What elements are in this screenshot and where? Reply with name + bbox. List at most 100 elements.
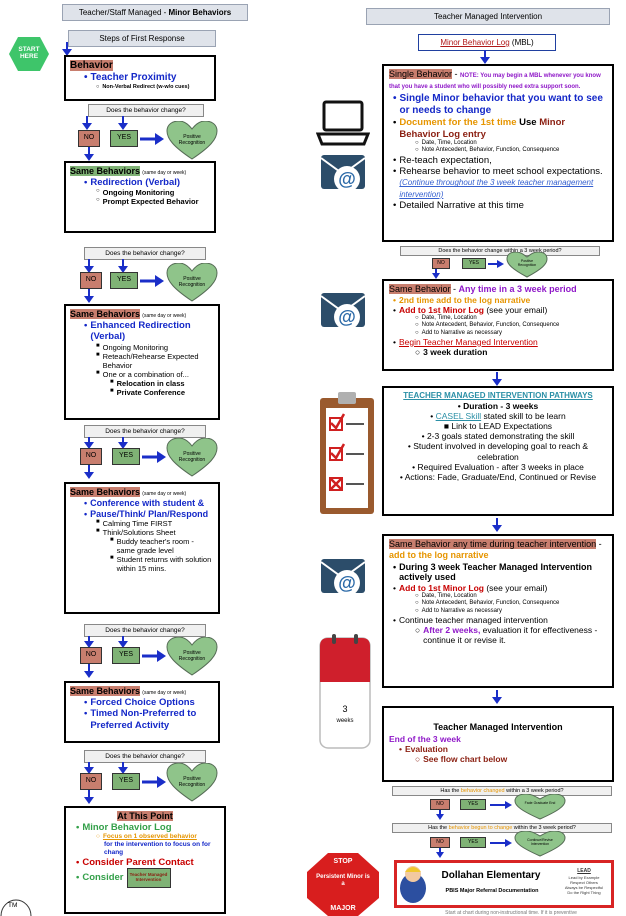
at-this-point-title: At This Point (117, 811, 173, 821)
student-returns: Student returns with solution within 15 … (116, 555, 212, 574)
continue-throughout-link[interactable]: (Continue throughout the 3 week teacher … (399, 178, 594, 199)
tm-label: TM (8, 902, 18, 909)
pathways-box: TEACHER MANAGED INTERVENTION PATHWAYS • … (382, 386, 614, 516)
lead-line: Respect Others (570, 879, 598, 885)
q-suffix: within a 3 week period? (504, 788, 564, 794)
yes-box: YES (112, 647, 140, 664)
lead-line: Do the Right Thing (567, 890, 601, 896)
document-first-time: Document for the 1st time (399, 117, 517, 129)
svg-text:@: @ (338, 307, 356, 327)
actions-fade: Actions: Fade, Graduate/End, Continued o… (404, 471, 597, 482)
right-header: Teacher Managed Intervention (366, 8, 610, 25)
positive-recognition-heart (166, 121, 218, 160)
no-box: NO (430, 837, 450, 848)
same-behavior-intervention-title: Same Behavior any time during teacher in… (389, 539, 597, 549)
detailed-narrative: Detailed Narrative at this time (399, 200, 524, 212)
pathways-title: TEACHER MANAGED INTERVENTION PATHWAYS (403, 391, 593, 400)
lead-title: LEAD (577, 868, 591, 874)
same-behaviors-box-5: Same Behaviors (same day or week) •Force… (64, 681, 220, 743)
arrow-right (488, 260, 504, 268)
casel-skill-link[interactable]: CASEL Skill (435, 410, 482, 421)
no-box: NO (430, 799, 450, 810)
yes-box: YES (112, 773, 140, 790)
calendar-number: 3 (342, 704, 348, 714)
behavior-begun-question: Has the behavior begun to change within … (392, 823, 612, 833)
rehearse-behavior: Rehearse behavior to meet school expecta… (399, 165, 603, 177)
mbl-note: NOTE: You may begin a MBL whenever you k… (389, 73, 601, 91)
think-solutions-sheet: Think/Solutions Sheet (102, 528, 176, 538)
heart-label: Positive Recognition (517, 259, 537, 267)
mbl-link[interactable]: Minor Behavior Log (440, 38, 510, 47)
yes-box: YES (460, 799, 486, 810)
add-to-log-narrative: add to the log narrative (389, 550, 489, 561)
two-three-goals: 2-3 goals stated demonstrating the skill (426, 431, 575, 442)
decision-question: Does the behavior change? (84, 247, 206, 260)
stop-octagon-icon (307, 853, 379, 916)
after-two-weeks: After 2 weeks, (423, 625, 481, 636)
ongoing-monitoring: Ongoing Monitoring (102, 342, 169, 352)
three-week-duration: 3 week duration (423, 346, 488, 357)
note-antecedent: Note Antecedent, Behavior, Function, Con… (421, 600, 560, 607)
q-suffix: within the 3 week period? (512, 825, 576, 831)
lead-line: Lead by Example (568, 874, 600, 880)
enhanced-redirection: Enhanced Redirection (Verbal) (90, 319, 191, 343)
buddy-teacher-room: Buddy teacher's room - same grade level (116, 537, 194, 556)
positive-recognition-heart (506, 252, 548, 278)
major-label: MAJOR (330, 905, 356, 912)
arrow-right (140, 275, 164, 287)
evaluation-line: • Required Evaluation - after 3 weeks in… (412, 461, 584, 472)
same-behaviors-box-4: Same Behaviors (same day or week) •Confe… (64, 482, 220, 614)
link-to-lead: Link to LEAD Expectations (451, 420, 553, 431)
teacher-proximity: Teacher Proximity (90, 72, 177, 83)
note-antecedent: Note Antecedent, Behavior, Function, Con… (421, 147, 560, 154)
single-behavior-box: Single Behavior - NOTE: You may begin a … (382, 64, 614, 242)
heart-label: Positive Recognition (178, 134, 206, 146)
same-behavior-box-r2: Same Behavior - Any time in a 3 week per… (382, 279, 614, 371)
school-box (394, 860, 614, 908)
arrow-down (118, 259, 128, 273)
svg-text:@: @ (338, 169, 356, 189)
arrow-down (492, 518, 502, 532)
same-behaviors-title: Same Behaviors (70, 309, 141, 319)
mbl-suffix: (MBL) (509, 38, 534, 47)
yes-box: YES (112, 448, 140, 465)
consider: Consider (82, 872, 124, 884)
arrow-right (142, 451, 166, 463)
same-day-note: (same day or week) (142, 491, 187, 497)
reteach-rehearse: Reteach/Rehearse Expected Behavior (102, 351, 199, 370)
same-behaviors-box-2: Same Behaviors (same day or week) •Redir… (64, 161, 216, 233)
during-three-week: During 3 week Teacher Managed Interventi… (399, 561, 593, 583)
same-behavior-box-r4: Same Behavior any time during teacher in… (382, 534, 614, 688)
note-antecedent: Note Antecedent, Behavior, Function, Con… (421, 322, 560, 329)
lead-line: Always be Respectful (564, 884, 604, 890)
evaluate-effectiveness: evaluation it for effectiveness - contin… (423, 625, 598, 646)
heart-label: Positive Recognition (178, 451, 206, 463)
decision-question: Does the behavior change? (84, 425, 206, 438)
teacher-managed-badge: Teacher Managed Intervention (126, 867, 171, 888)
steps-header: Steps of First Response (68, 30, 216, 47)
same-day-note: (same day or week) (142, 690, 187, 696)
arrow-down (492, 372, 502, 386)
duration-three-weeks: Duration - 3 weeks (463, 400, 539, 411)
arrow-down (118, 636, 128, 648)
intervention-focus: for the intervention to focus on for cha… (104, 840, 211, 856)
lead-block: LEAD Lead by Example Respect Others Alwa… (556, 868, 612, 895)
yes-box: YES (110, 272, 138, 289)
q-highlight: behavior changed (460, 788, 505, 794)
ongoing-monitoring: Ongoing Monitoring (102, 188, 175, 198)
continue-teacher-managed: Continue teacher managed intervention (398, 614, 548, 625)
arrow-down (62, 42, 72, 56)
duration-line: • Duration - 3 weeks (457, 400, 539, 411)
arrow-down (492, 690, 502, 704)
second-time-add: 2nd time add to the log narrative (398, 294, 531, 305)
persistent-minor-label: Persistent Minor is a (316, 874, 370, 888)
arrow-right (142, 650, 166, 662)
yes-box: YES (110, 130, 138, 147)
redirection-verbal: Redirection (Verbal) (90, 176, 181, 188)
one-or-combination: One or a combination of... (102, 369, 189, 379)
decision-question: Does the behavior change? (84, 624, 206, 637)
no-box: NO (78, 130, 100, 147)
begin-teacher-managed-link[interactable]: Begin Teacher Managed Intervention (398, 336, 538, 347)
date-time-location: Date, Time, Location (421, 140, 477, 147)
